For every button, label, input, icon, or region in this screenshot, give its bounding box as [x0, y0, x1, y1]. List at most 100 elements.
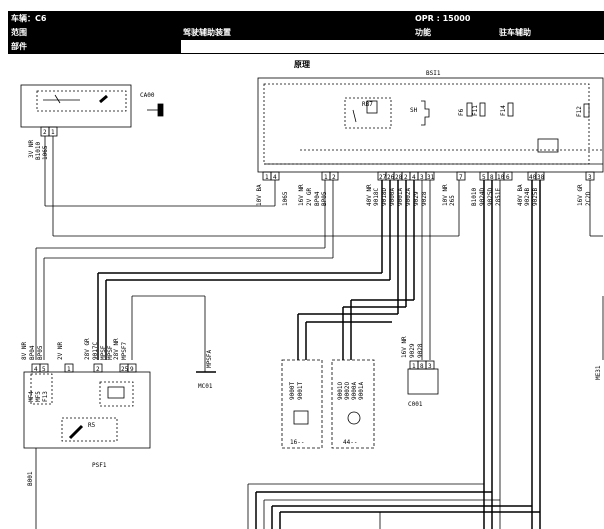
pin-bsi-16: 40	[529, 174, 537, 181]
diagram-title: 原理	[294, 60, 310, 69]
wire-bsi-0: 1065	[282, 191, 289, 206]
pin-ca00-0: 2	[43, 129, 47, 136]
pin-psf-0: 4	[34, 366, 38, 373]
wire-bsi-7: 9002A	[405, 188, 412, 206]
label-bsi-conn2: 16V NR	[298, 184, 305, 206]
wire-bsi-8: 9029	[413, 191, 420, 206]
wire-bsi-11: B1010	[471, 188, 478, 206]
label-c001-conn: 16V NR	[401, 336, 408, 358]
r5-relay	[61, 417, 118, 442]
switch-16-box	[281, 359, 323, 449]
label-f6: F6	[458, 108, 465, 116]
ca00-switch	[99, 94, 108, 104]
rb7-relay	[344, 97, 392, 129]
wire-fuse-0: MF4	[28, 391, 35, 402]
wire-c001-1: 9028	[417, 343, 424, 358]
wire-bsi-6: 9001A	[397, 188, 404, 206]
wire-bsi-3: 9018C	[373, 188, 380, 206]
pin-bsi-8: 4	[412, 174, 416, 181]
bsi-module-icon	[537, 138, 559, 153]
ca00-box	[20, 84, 132, 128]
label-bsi-conn5: 10V NR	[442, 184, 449, 206]
bsi-box	[257, 77, 604, 173]
wire-bsi-15: 9024B	[524, 188, 531, 206]
label-f14: F14	[500, 105, 507, 116]
wire-fuse-1: MF5	[35, 391, 42, 402]
fuse-f6	[466, 102, 473, 117]
psf-module-icon	[107, 386, 125, 399]
pin-bsi-5: 26	[387, 174, 395, 181]
pin-bsi-4: 27	[379, 174, 387, 181]
park-sensor-icon	[293, 410, 309, 425]
pin-bsi-1: 4	[273, 174, 277, 181]
psf-box	[23, 371, 151, 449]
pin-bsi-17: 38	[537, 174, 545, 181]
wire-bsi-13: 9025D	[487, 188, 494, 206]
parking-brake-icon	[347, 411, 361, 425]
pin-bsi-18: 3	[588, 174, 592, 181]
key-icon	[157, 103, 164, 117]
wire-bsi-2: BP05	[321, 191, 328, 206]
label-psf-conn2: 2V NR	[57, 342, 64, 360]
pin-bsi-3: 2	[332, 174, 336, 181]
wire-sw16-1: 9001T	[297, 382, 304, 400]
vehicle-cell: 车辆：C6	[8, 11, 413, 26]
pin-bsi-2: 1	[324, 174, 328, 181]
label-psf-conn4: 28V NR	[113, 338, 120, 360]
label-sh: SH	[410, 107, 418, 114]
label-bsi: BSI1	[426, 70, 441, 77]
label-f12: F12	[576, 106, 583, 117]
wire-c001-0: 9029	[409, 343, 416, 358]
pin-c001-0: 1	[412, 363, 416, 370]
pin-bsi-6: 28	[395, 174, 403, 181]
label-ca00: CA00	[140, 92, 155, 99]
header-table: 车辆：C6 OPR : 15000 范围 驾驶辅助装置 功能 驻车辅助 部件	[8, 11, 604, 59]
label-bsi-conn6: 40V BA	[517, 184, 524, 206]
label-r5: R5	[88, 422, 96, 429]
pin-psf-2: 1	[67, 366, 71, 373]
function-value: 驻车辅助	[496, 25, 604, 40]
pin-c001-2: 3	[428, 363, 432, 370]
label-sw16: 16--	[290, 439, 304, 446]
label-psf: PSF1	[92, 462, 107, 469]
label-ca00-conn: 3V NR	[28, 140, 35, 158]
pin-bsi-10: 31	[427, 174, 435, 181]
fuse-f14	[507, 102, 514, 117]
wire-bsi-10: 265	[449, 195, 456, 206]
wire-fuse-2: F13	[42, 391, 49, 402]
pin-bsi-7: 2	[404, 174, 408, 181]
pin-psf-5: 9	[130, 366, 134, 373]
pin-psf-4: 25	[121, 366, 129, 373]
wire-psf-4: MPSF	[107, 345, 114, 360]
wire-psf-5: MPSF7	[121, 342, 128, 360]
wire-psf-3: MPSF	[100, 345, 107, 360]
label-f11: F11	[472, 105, 479, 116]
fuse-f11	[479, 102, 486, 117]
wire-bsi-9: 9028	[421, 191, 428, 206]
pin-bsi-9: 3	[420, 174, 424, 181]
wire-bsi-16: 9025B	[532, 188, 539, 206]
pin-psf-3: 2	[96, 366, 100, 373]
label-bsi-conn4: 40V NR	[366, 184, 373, 206]
pin-bsi-12: 5	[482, 174, 486, 181]
label-mpsfa: MPSFA	[206, 350, 213, 368]
wire-bsi-12: 9024D	[479, 188, 486, 206]
psf-connector	[31, 363, 137, 373]
label-b001: B001	[27, 471, 34, 486]
wire-sw44-1: 9002O	[344, 382, 351, 400]
wire-psf-2: 9017C	[92, 342, 99, 360]
wire-psf-1: BP05	[37, 345, 44, 360]
wire-bsi-14: 2851E	[495, 188, 502, 206]
wire-bsi-4: 9018D	[381, 188, 388, 206]
label-psf-conn1: 8V NR	[21, 342, 28, 360]
ca00-inner	[36, 90, 127, 112]
label-bsi-conn1: 10V BA	[256, 184, 263, 206]
fuse-f12	[583, 103, 590, 118]
pin-bsi-0: 1	[265, 174, 269, 181]
wire-sw16-0: 9000T	[289, 382, 296, 400]
switch-44-box	[331, 359, 375, 449]
pin-c001-1: 8	[420, 363, 424, 370]
pin-bsi-13: 8	[490, 174, 494, 181]
pin-psf-1: 5	[42, 366, 46, 373]
wire-sw44-0: 9001O	[337, 382, 344, 400]
